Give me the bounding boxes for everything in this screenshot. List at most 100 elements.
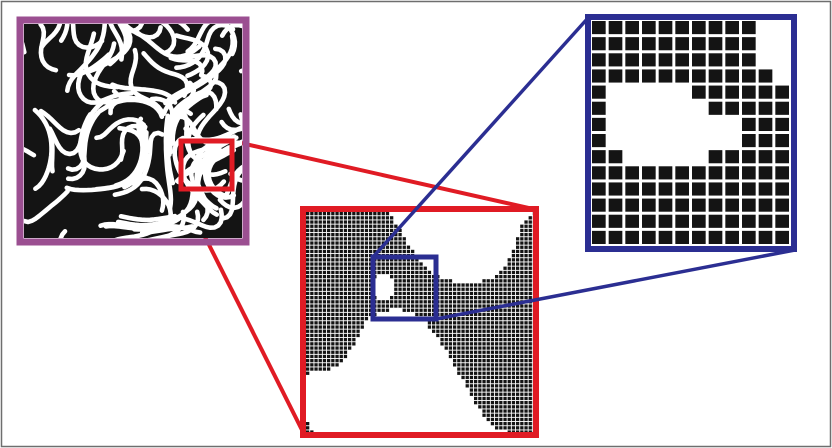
zoomed-pixel [394,225,397,228]
zoomed-pixel [340,212,343,215]
zoomed-pixel [424,309,427,312]
zoomed-pixel [516,296,519,299]
zoomed-pixel [306,309,309,312]
zoomed-pixel [491,397,494,400]
zoomed-pixel [361,258,364,261]
zoomed-pixel [340,229,343,232]
zoomed-pixel [394,237,397,240]
zoomed-pixel [508,262,511,265]
zoomed-pixel [403,296,406,299]
zoomed-pixel [390,246,393,249]
zoomed-pixel [314,359,317,362]
zoomed-pixel [503,346,506,349]
zoomed-pixel [403,237,406,240]
zoomed-pixel [327,330,330,333]
zoomed-pixel [491,288,494,291]
zoomed-pixel [319,283,322,286]
zoomed-pixel [491,292,494,295]
zoomed-pixel [495,372,498,375]
zoomed-pixel [428,325,431,328]
zoomed-pixel [377,212,380,215]
zoomed-pixel [306,355,309,358]
zoomed-pixel [474,372,477,375]
zoomed-pixel [314,212,317,215]
zoomed-pixel [478,355,481,358]
zoomed-pixel [331,300,334,303]
zoomed-pixel [382,304,385,307]
zoomed-pixel [512,283,515,286]
zoomed-pixel [495,296,498,299]
zoomed-pixel [415,309,418,312]
zoomed-pixel [512,409,515,412]
zoomed-pixel [453,288,456,291]
closeup-pixel [609,37,623,50]
zoomed-pixel [352,325,355,328]
zoomed-pixel [512,338,515,341]
zoomed-pixel [491,330,494,333]
zoomed-pixel [491,317,494,320]
zoomed-pixel [524,288,527,291]
zoomed-pixel [453,309,456,312]
zoomed-pixel [369,233,372,236]
zoomed-pixel [457,325,460,328]
zoomed-pixel [516,267,519,270]
zoomed-pixel [520,330,523,333]
zoomed-pixel [306,325,309,328]
zoomed-pixel [306,304,309,307]
zoomed-pixel [524,237,527,240]
zoomed-pixel [508,397,511,400]
zoomed-pixel [327,250,330,253]
zoomed-pixel [327,342,330,345]
zoomed-pixel [306,313,309,316]
zoomed-pixel [327,216,330,219]
zoomed-pixel [529,351,532,354]
zoomed-pixel [419,262,422,265]
zoomed-pixel [361,288,364,291]
closeup-pixel [709,215,723,228]
zoomed-pixel [495,342,498,345]
zoomed-pixel [327,258,330,261]
zoomed-pixel [512,372,515,375]
closeup-pixel [642,231,656,244]
zoomed-pixel [449,346,452,349]
zoomed-pixel [520,338,523,341]
zoomed-pixel [503,313,506,316]
zoomed-pixel [529,426,532,429]
zoomed-pixel [524,367,527,370]
zoomed-pixel [508,376,511,379]
zoomed-pixel [310,338,313,341]
zoomed-pixel [457,304,460,307]
zoomed-pixel [529,250,532,253]
zoomed-pixel [449,334,452,337]
zoomed-pixel [419,313,422,316]
zoomed-pixel [436,325,439,328]
zoomed-pixel [348,296,351,299]
zoomed-pixel [474,388,477,391]
zoomed-pixel [495,388,498,391]
zoomed-pixel [482,279,485,282]
zoomed-pixel [470,338,473,341]
closeup-pixel [675,53,689,66]
zoomed-pixel [340,355,343,358]
zoomed-pixel [319,300,322,303]
zoomed-pixel [340,237,343,240]
zoomed-pixel [461,334,464,337]
zoomed-pixel [382,229,385,232]
zoomed-pixel [314,296,317,299]
zoomed-pixel [495,275,498,278]
closeup-pixel [759,199,773,212]
pixel-closeup-panel [588,17,794,249]
closeup-pixel [659,37,673,50]
zoomed-pixel [440,300,443,303]
zoomed-pixel [466,334,469,337]
zoomed-pixel [335,296,338,299]
zoomed-pixel [352,241,355,244]
zoomed-pixel [340,338,343,341]
zoomed-pixel [348,237,351,240]
zoomed-pixel [520,271,523,274]
zoomed-pixel [344,279,347,282]
zoomed-pixel [449,283,452,286]
zoomed-pixel [499,292,502,295]
zoomed-pixel [419,300,422,303]
zoomed-pixel [512,313,515,316]
